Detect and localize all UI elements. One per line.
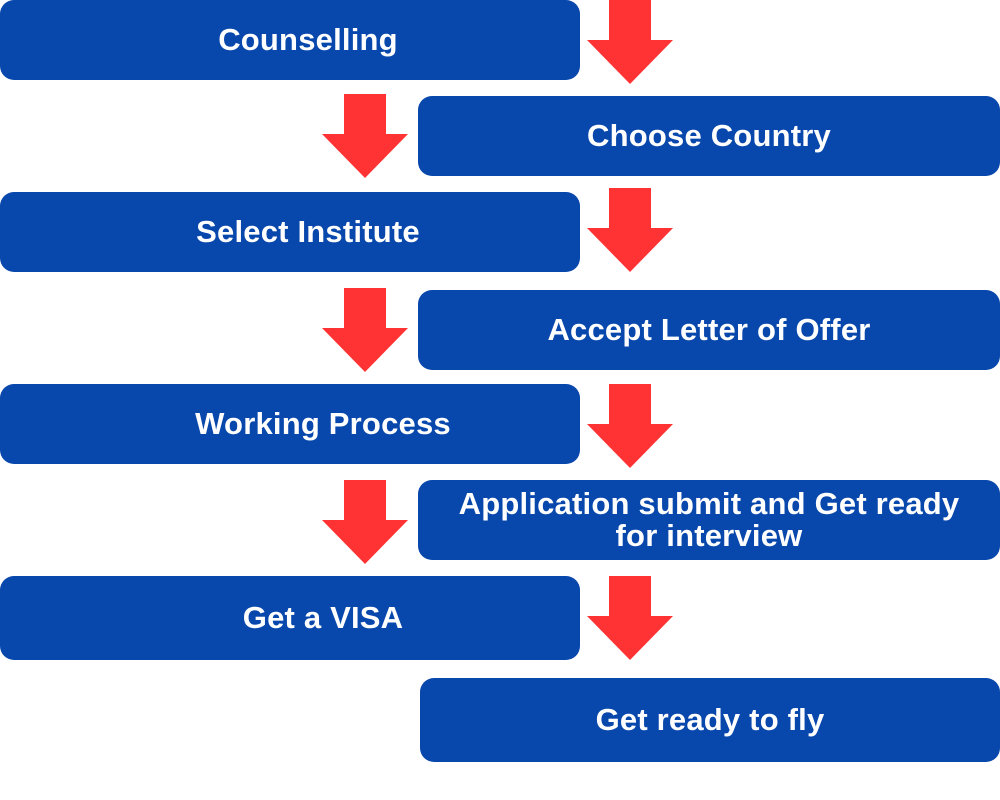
arrow-down-icon [322, 94, 408, 180]
arrow-down-icon [587, 0, 673, 86]
arrow-down-icon [587, 188, 673, 274]
step-label: Get ready to fly [595, 702, 825, 737]
step-get-ready-to-fly: Get ready to fly [420, 678, 1000, 762]
step-label: Choose Country [587, 118, 831, 153]
step-accept-letter-of-offer: Accept Letter of Offer [418, 290, 1000, 370]
step-counselling: Counselling [0, 0, 580, 80]
arrow-down-icon [587, 384, 673, 470]
step-label: Accept Letter of Offer [547, 312, 871, 347]
step-select-institute: Select Institute [0, 192, 580, 272]
step-label: Select Institute [196, 214, 420, 249]
step-label: Counselling [218, 22, 398, 57]
step-label: Application submit and Get ready for int… [458, 486, 960, 553]
step-label: Working Process [195, 406, 451, 441]
arrow-down-icon [322, 288, 408, 374]
arrow-down-icon [587, 576, 673, 662]
step-choose-country: Choose Country [418, 96, 1000, 176]
step-label: Get a VISA [242, 600, 404, 635]
arrow-down-icon [322, 480, 408, 566]
step-working-process: Working Process [0, 384, 580, 464]
step-get-a-visa: Get a VISA [0, 576, 580, 660]
step-application-submit: Application submit and Get ready for int… [418, 480, 1000, 560]
